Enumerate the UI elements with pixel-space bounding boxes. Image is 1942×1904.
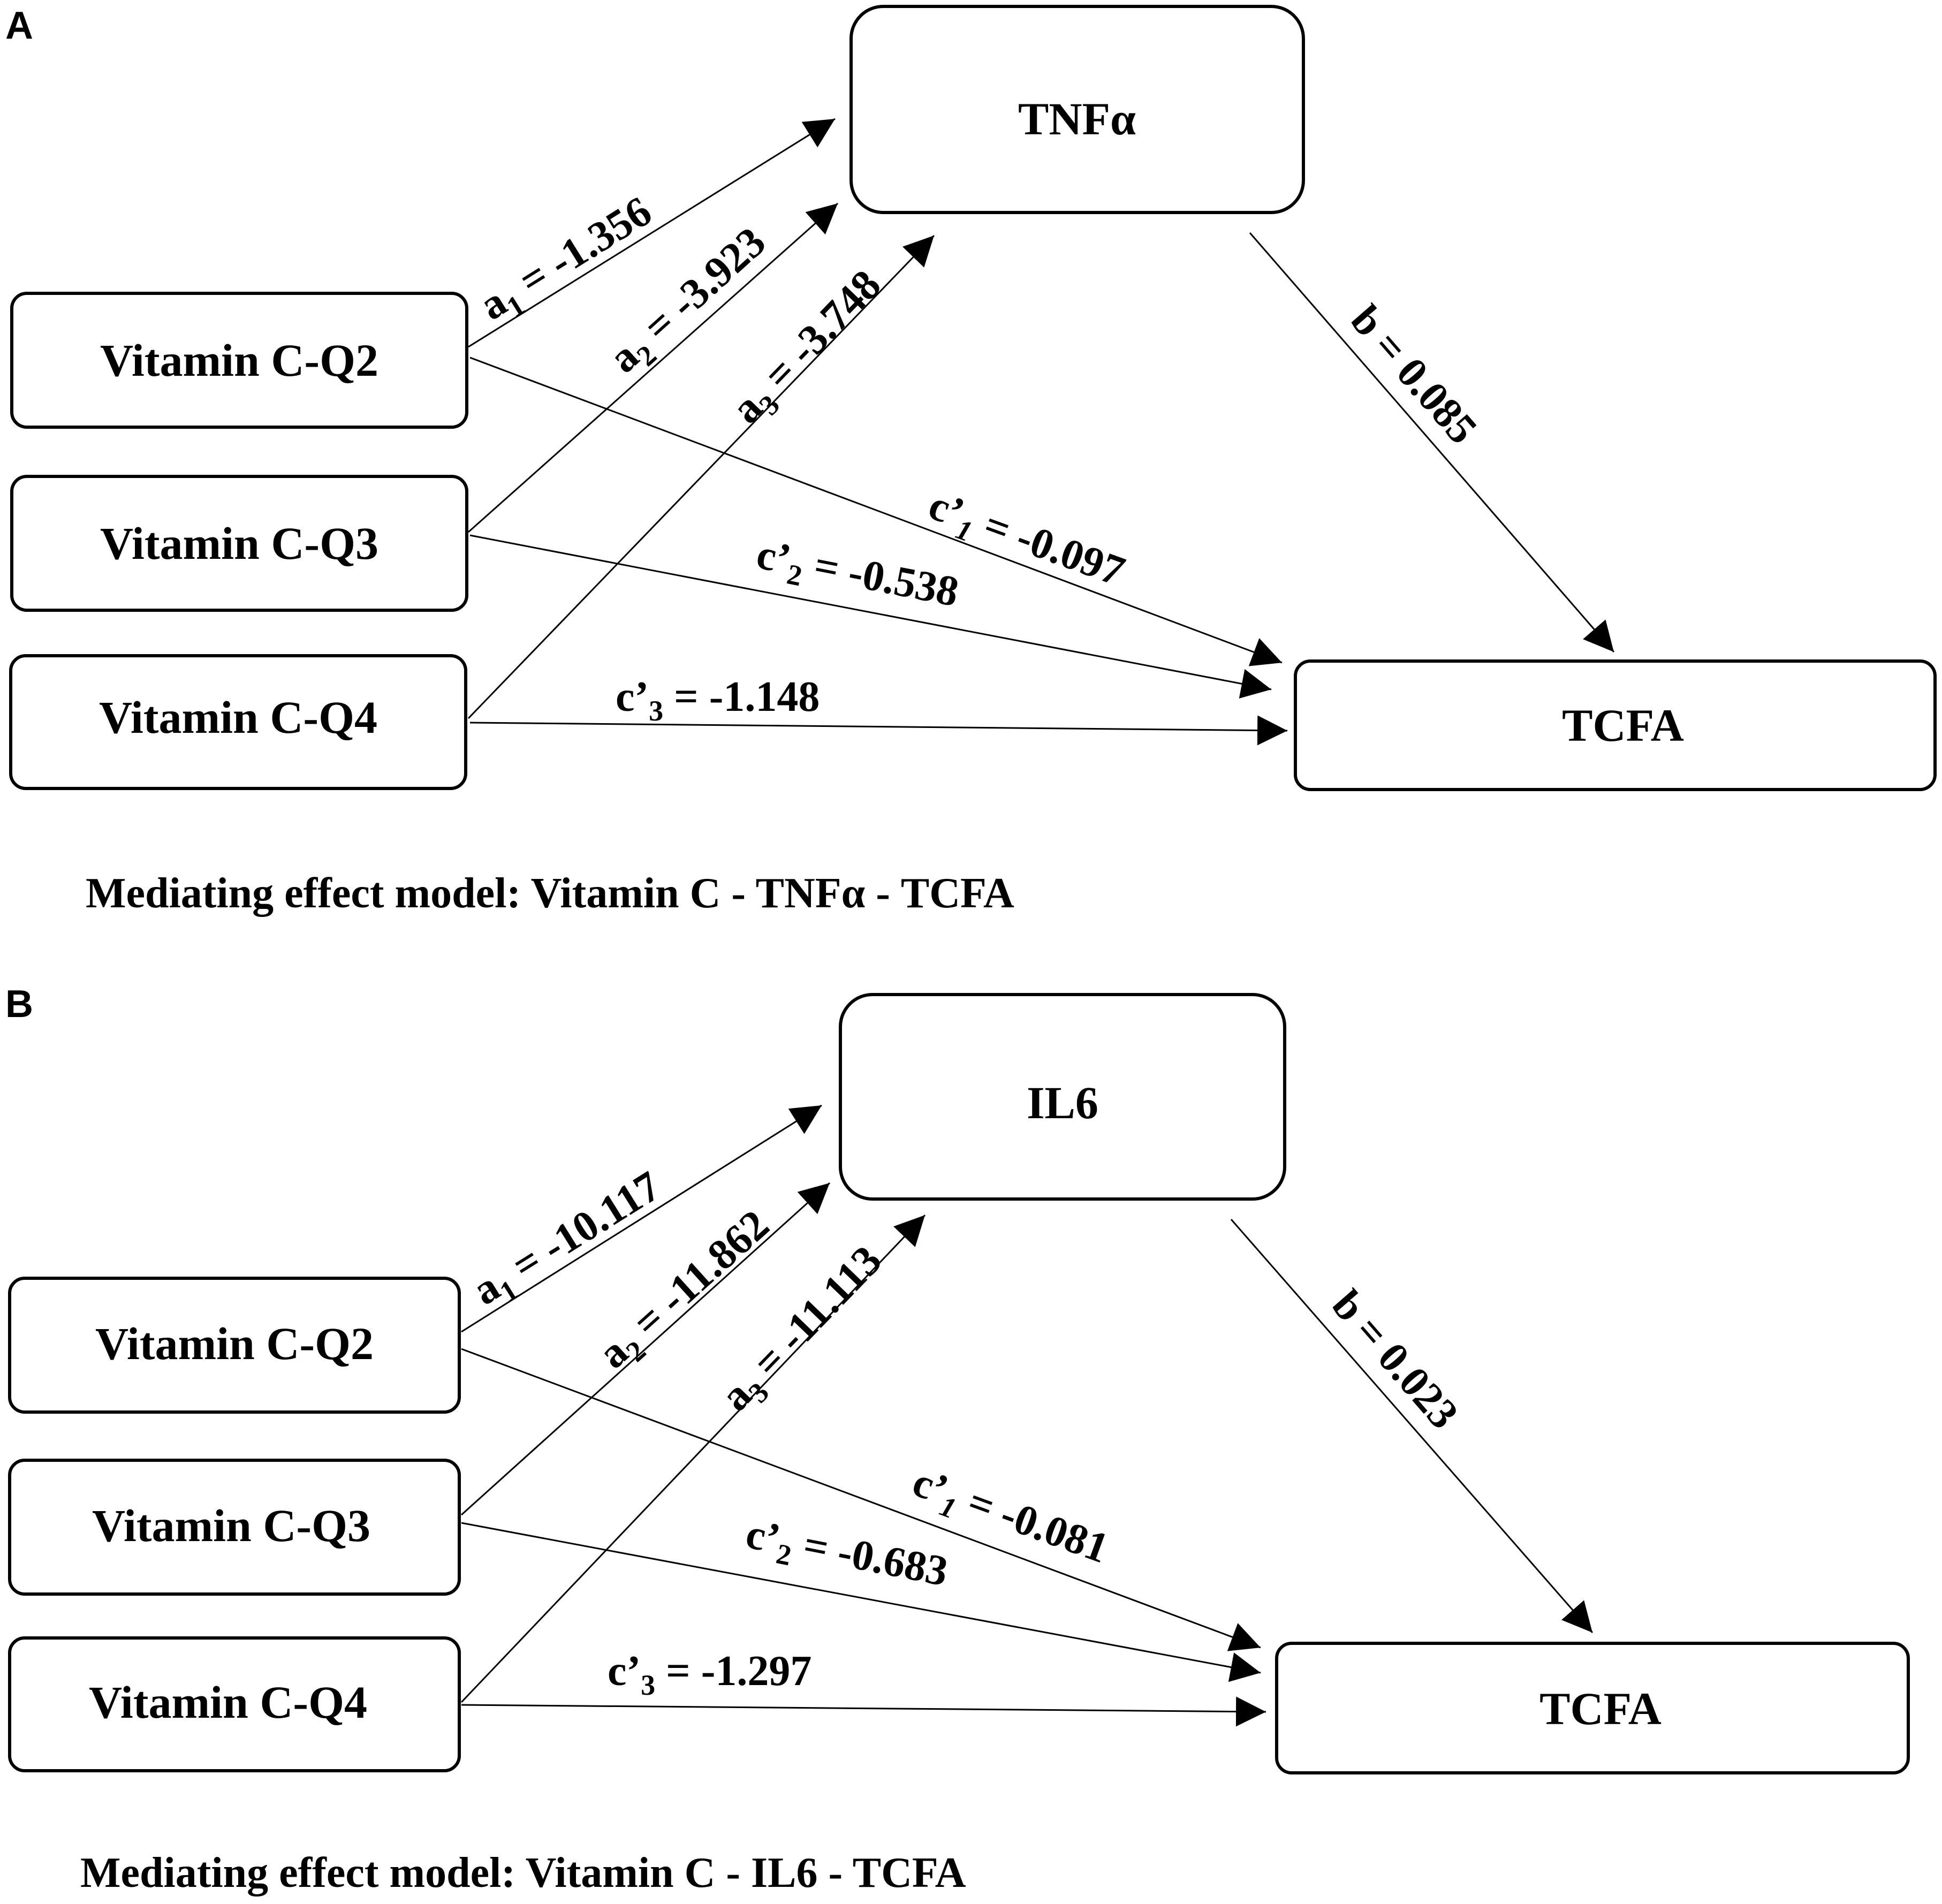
coef-a1: a1 = -1.356 xyxy=(472,187,663,335)
node-predictor-q3: Vitamin C-Q3 xyxy=(10,475,468,612)
node-label: TCFA xyxy=(1539,1683,1662,1734)
node-predictor-q3: Vitamin C-Q3 xyxy=(8,1459,461,1596)
node-outcome: TCFA xyxy=(1294,659,1937,791)
node-label: TCFA xyxy=(1562,700,1684,751)
coef-c3: c’3 = -1.297 xyxy=(608,1648,811,1701)
node-mediator: IL6 xyxy=(839,993,1286,1201)
coef-c2: c’2 = -0.538 xyxy=(752,530,962,622)
node-predictor-q4: Vitamin C-Q4 xyxy=(9,654,467,790)
node-label: Vitamin C-Q3 xyxy=(100,518,378,569)
panel-b-caption: Mediating effect model: Vitamin C - IL6 … xyxy=(80,1849,966,1897)
node-label: Vitamin C-Q4 xyxy=(89,1677,367,1728)
node-outcome: TCFA xyxy=(1275,1642,1910,1774)
panel-b: B Vitamin C-Q2 Vitamin C-Q3 Vitamin C-Q4… xyxy=(5,983,1910,1897)
node-predictor-q2: Vitamin C-Q2 xyxy=(10,292,468,429)
edge-a3 xyxy=(460,1214,926,1703)
edge-a1 xyxy=(461,1104,822,1333)
node-mediator: TNFα xyxy=(849,5,1305,214)
edge-c1 xyxy=(469,356,1283,666)
coef-b: b = 0.023 xyxy=(1323,1281,1467,1438)
node-predictor-q2: Vitamin C-Q2 xyxy=(8,1277,461,1414)
edge-c1 xyxy=(461,1348,1261,1651)
edge-c3 xyxy=(461,1696,1266,1727)
panel-a-caption: Mediating effect model: Vitamin C - TNFα… xyxy=(86,870,1014,917)
edge-c2 xyxy=(461,1522,1261,1682)
edge-b xyxy=(1249,232,1615,653)
panel-a-letter: A xyxy=(5,4,33,47)
edge-a2 xyxy=(460,1182,831,1516)
node-predictor-q4: Vitamin C-Q4 xyxy=(8,1636,461,1772)
coef-b: b = 0.085 xyxy=(1341,297,1486,453)
node-label: Vitamin C-Q2 xyxy=(100,335,378,386)
node-label: IL6 xyxy=(1027,1077,1098,1128)
edge-c3 xyxy=(469,715,1288,746)
edge-a3 xyxy=(467,234,935,719)
node-label: Vitamin C-Q2 xyxy=(95,1318,374,1369)
edge-a1 xyxy=(468,118,836,348)
node-label: Vitamin C-Q3 xyxy=(92,1500,370,1551)
coef-c3: c’3 = -1.148 xyxy=(616,673,820,727)
panel-a: A Vitamin C-Q2 Vitamin C-Q3 Vitamin C-Q4… xyxy=(5,4,1937,917)
edge-b xyxy=(1230,1219,1594,1633)
panel-b-letter: B xyxy=(5,983,33,1026)
node-label: Vitamin C-Q4 xyxy=(99,692,377,743)
node-label: TNFα xyxy=(1018,93,1136,145)
edge-c2 xyxy=(469,534,1272,699)
coef-c2: c’2 = -0.683 xyxy=(741,1510,951,1602)
coef-a3: a3 = -3.748 xyxy=(723,261,894,437)
edge-a2 xyxy=(468,202,838,533)
